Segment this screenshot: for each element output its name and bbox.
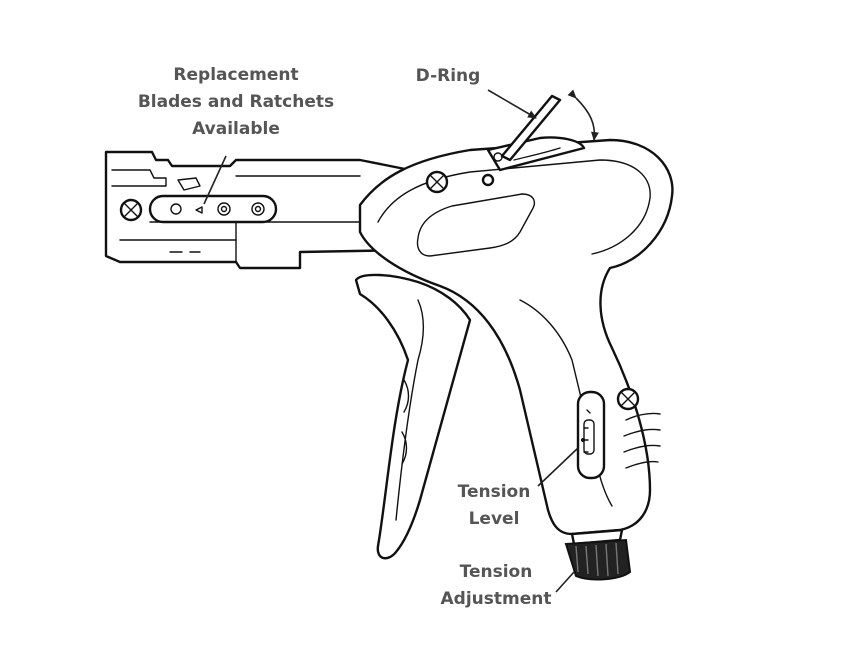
- screw-icon: [616, 387, 640, 411]
- screw-icon: [119, 198, 143, 222]
- blade-plate: [148, 194, 278, 224]
- tool-body: [358, 138, 674, 536]
- pivot-pin: [481, 173, 495, 187]
- d-ring-leader: [487, 89, 537, 119]
- tension-adjustment-line2: Adjustment: [441, 589, 552, 609]
- tension-level-leader: [537, 447, 579, 487]
- tension-adjustment-leader: [555, 571, 575, 593]
- tension-adjustment-line1: Tension: [460, 562, 533, 582]
- tension-level-line1: Tension: [458, 482, 531, 502]
- arrow-icon: [567, 89, 599, 141]
- tension-level-callout: Tension Level: [458, 482, 531, 529]
- replacement-line2: Blades and Ratchets: [138, 92, 334, 112]
- replacement-leader: [203, 155, 227, 205]
- replacement-callout: Replacement Blades and Ratchets Availabl…: [138, 65, 334, 139]
- replacement-line1: Replacement: [173, 65, 298, 85]
- screw-icon: [425, 170, 449, 194]
- tension-adjustment-callout: Tension Adjustment: [441, 562, 552, 609]
- trigger: [354, 273, 472, 560]
- d-ring-label: D-Ring: [416, 66, 481, 86]
- tension-level-line2: Level: [469, 509, 520, 529]
- tension-knob: [564, 528, 632, 581]
- replacement-line3: Available: [192, 119, 280, 139]
